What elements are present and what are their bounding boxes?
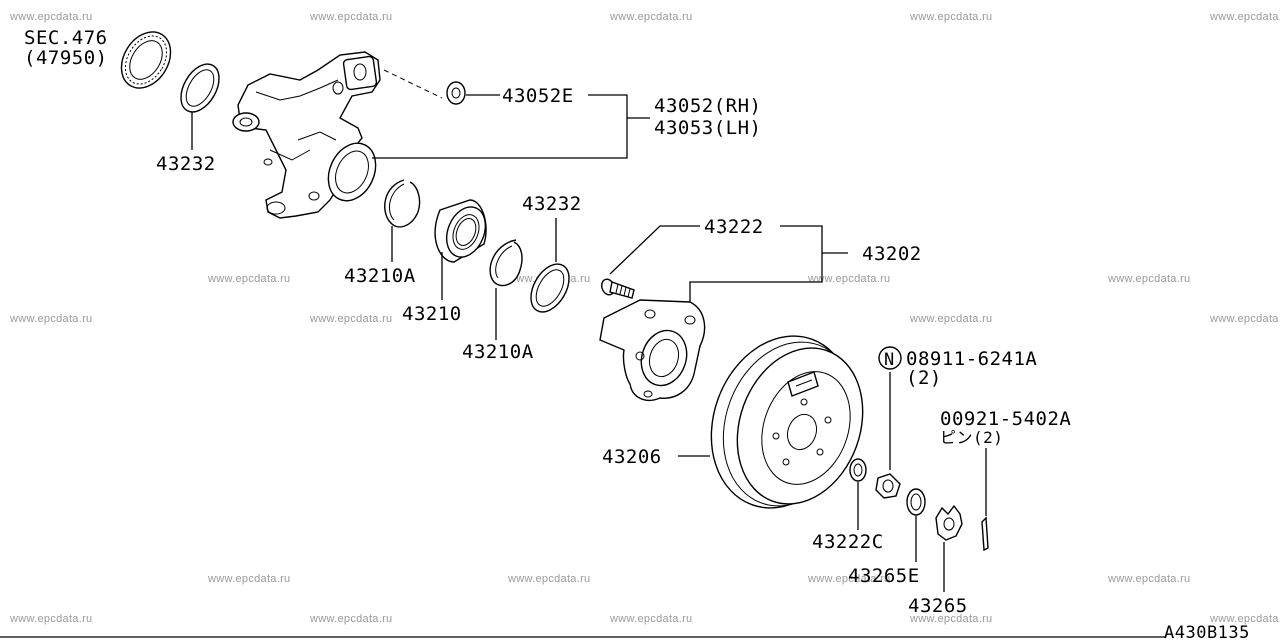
washer-43222c-drawing	[849, 458, 867, 482]
watermark: www.epcdata.ru	[1209, 11, 1280, 23]
hub-bolt-43222-drawing	[601, 278, 635, 299]
watermark: www.epcdata.ru	[9, 313, 92, 325]
watermark: www.epcdata.ru	[207, 573, 290, 585]
label-00921-sub: ピン(2)	[940, 428, 1003, 447]
bracket-43222-43202	[609, 225, 848, 305]
watermark: www.epcdata.ru	[909, 313, 992, 325]
nut-marker: N	[878, 346, 902, 370]
snap-ring-43210a-1-drawing	[384, 179, 421, 228]
watermark: www.epcdata.ru	[309, 613, 392, 625]
watermark: www.epcdata.ru	[609, 11, 692, 23]
label-43052e: 43052E	[502, 85, 574, 107]
label-43222: 43222	[704, 216, 764, 238]
abs-sensor-ring-drawing	[120, 31, 172, 89]
watermark: www.epcdata.ru	[1209, 313, 1280, 325]
hub-43202-drawing	[599, 299, 706, 402]
label-43232-2: 43232	[522, 193, 582, 215]
watermark: www.epcdata.ru	[1107, 573, 1190, 585]
watermark: www.epcdata.ru	[807, 573, 890, 585]
label-43052-rh: 43052(RH)	[654, 95, 761, 117]
label-43210: 43210	[402, 303, 462, 325]
watermark: www.epcdata.ru	[1107, 273, 1190, 285]
seal-ring-43232-2-drawing	[530, 263, 570, 313]
watermark: www.epcdata.ru	[309, 11, 392, 23]
watermark: www.epcdata.ru	[1209, 613, 1280, 625]
cotter-pin-00921-drawing	[981, 516, 989, 552]
watermark: www.epcdata.ru	[309, 313, 392, 325]
watermark: www.epcdata.ru	[609, 613, 692, 625]
label-43206: 43206	[602, 446, 662, 468]
label-sec-ref: SEC.476	[24, 27, 108, 49]
seal-ring-43232-drawing	[180, 63, 220, 113]
watermark: www.epcdata.ru	[9, 11, 92, 23]
dashed-leader-43052e	[383, 69, 443, 99]
bushing-43052e-drawing	[446, 81, 466, 105]
label-43210a-1: 43210A	[344, 265, 416, 287]
label-43265: 43265	[908, 595, 968, 617]
label-43202: 43202	[862, 243, 922, 265]
diagram-id: A430B135	[1164, 623, 1250, 640]
knuckle-drawing	[232, 51, 381, 219]
label-43265e: 43265E	[848, 565, 920, 587]
label-43232-top: 43232	[156, 153, 216, 175]
label-00921: 00921-5402A	[940, 408, 1071, 430]
bracket-43052-43053	[372, 94, 650, 159]
watermark: www.epcdata.ru	[507, 573, 590, 585]
watermark: www.epcdata.ru	[909, 613, 992, 625]
label-43210a-2: 43210A	[462, 341, 534, 363]
watermark: www.epcdata.ru	[807, 273, 890, 285]
watermark-layer: www.epcdata.ru www.epcdata.ru www.epcdat…	[9, 11, 1280, 625]
label-43053-lh: 43053(LH)	[654, 117, 761, 139]
label-sec-ref-part: (47950)	[24, 47, 108, 69]
watermark: www.epcdata.ru	[9, 613, 92, 625]
brake-drum-43206-drawing	[710, 335, 864, 509]
watermark: www.epcdata.ru	[207, 273, 290, 285]
label-43222c: 43222C	[812, 531, 884, 553]
label-08911: 08911-6241A	[906, 348, 1037, 370]
castle-nut-43265-drawing	[935, 504, 963, 541]
nut-marker-letter: N	[884, 350, 894, 370]
snap-ring-43210a-2-drawing	[489, 239, 523, 287]
nut-08911-drawing	[875, 473, 901, 499]
watermark: www.epcdata.ru	[909, 11, 992, 23]
washer-43265e-drawing	[906, 488, 926, 516]
label-08911-qty: (2)	[906, 367, 942, 389]
bearing-43210-drawing	[434, 199, 487, 263]
